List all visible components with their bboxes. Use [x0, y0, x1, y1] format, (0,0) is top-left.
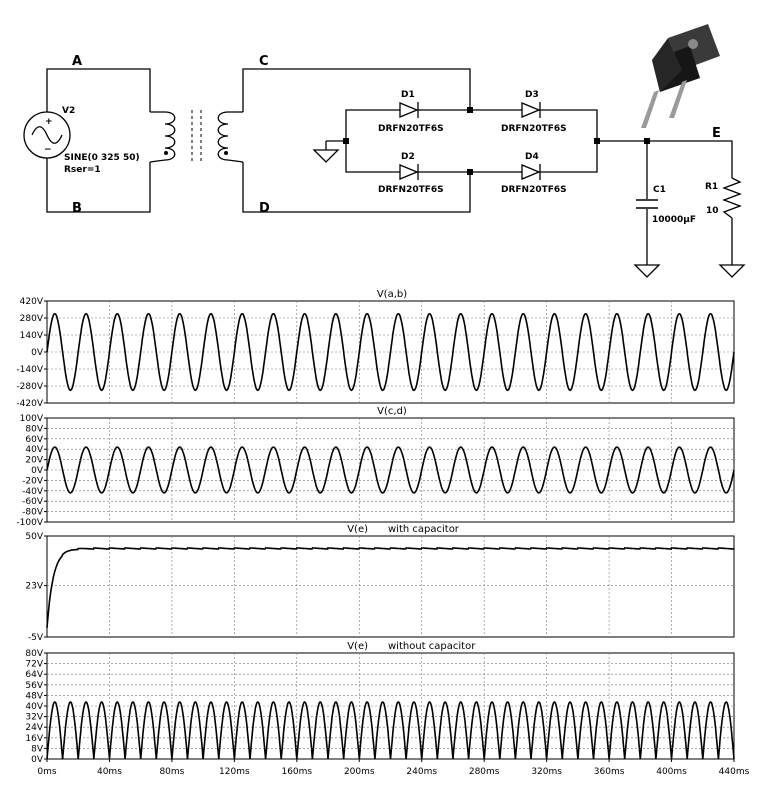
capacitor-value: 10000µF	[652, 215, 696, 225]
node-label-b: B	[72, 201, 82, 216]
y-tick-label: 16V	[25, 734, 43, 744]
x-tick-label: 80ms	[159, 767, 184, 777]
plot-v-ab: V(a,b) 420V 280V 140V 0V -140V -280V -420V	[16, 289, 735, 409]
y-tick-label: 140V	[20, 331, 44, 341]
y-tick-label: 0V	[31, 755, 44, 765]
diode-d3-ref: D3	[525, 90, 539, 100]
y-tick-label: 32V	[25, 713, 43, 723]
x-tick-label: 0ms	[37, 767, 56, 777]
capacitor-ref: C1	[653, 185, 666, 195]
y-tick-label: -40V	[22, 487, 44, 497]
x-tick-label: 320ms	[531, 767, 562, 777]
source-rser: Rser=1	[64, 165, 101, 175]
y-tick-label: -5V	[28, 633, 44, 643]
y-tick-label: 280V	[20, 314, 44, 324]
series-line	[46, 446, 735, 494]
plot-v-cd: V(c,d) 100V80V60V40V20V0V-20V-40V-60V-80…	[16, 406, 735, 528]
diode-d2-part: DRFN20TF6S	[378, 185, 444, 195]
output-wiring	[597, 140, 746, 278]
y-tick-label: -60V	[22, 497, 44, 507]
diode-d4-ref: D4	[525, 152, 539, 162]
voltage-source-v2[interactable]	[23, 111, 71, 159]
diode-d3[interactable]	[521, 102, 541, 118]
plot-v-e-without-cap: V(e) without capacitor 80V72V64V56V48V40…	[25, 641, 749, 777]
plot-v-e-nocap-title: V(e)	[347, 641, 368, 652]
x-tick-label: 440ms	[719, 767, 750, 777]
x-tick-label: 200ms	[344, 767, 375, 777]
node-label-d: D	[259, 201, 270, 216]
y-tick-label: 48V	[25, 691, 43, 701]
y-tick-label: -280V	[16, 382, 43, 392]
node-label-c: C	[259, 54, 269, 69]
x-tick-label: 40ms	[97, 767, 122, 777]
y-tick-label: 40V	[25, 702, 43, 712]
primary-wiring	[46, 68, 151, 213]
y-tick-label: 0V	[31, 466, 44, 476]
y-tick-label: 24V	[25, 723, 43, 733]
series-line	[46, 701, 735, 760]
diode-d2[interactable]	[399, 164, 419, 180]
y-tick-label: -100V	[16, 518, 43, 528]
resistor-r1[interactable]	[722, 177, 742, 219]
x-tick-label: 400ms	[656, 767, 687, 777]
circuit-schematic: + − V2 SINE(0 325 50) Rser=1 A B C D	[23, 24, 746, 278]
y-tick-label: 72V	[25, 660, 43, 670]
source-params: SINE(0 325 50)	[64, 153, 140, 163]
y-tick-label: 80V	[25, 424, 43, 434]
x-tick-label: 280ms	[469, 767, 500, 777]
diode-d1[interactable]	[399, 102, 419, 118]
y-tick-label: 56V	[25, 681, 43, 691]
diode-d1-ref: D1	[401, 90, 415, 100]
secondary-wiring	[242, 68, 471, 213]
plot-v-ab-title: V(a,b)	[377, 289, 407, 300]
diode-d4[interactable]	[521, 164, 541, 180]
resistor-ref: R1	[705, 182, 718, 192]
y-tick-label: 60V	[25, 435, 43, 445]
node-label-e: E	[712, 126, 721, 141]
y-tick-label: -20V	[22, 476, 44, 486]
plot-frame	[46, 535, 735, 638]
y-tick-label: 64V	[25, 670, 43, 680]
diode-d3-part: DRFN20TF6S	[501, 124, 567, 134]
source-plus: +	[45, 117, 53, 127]
series-line	[46, 546, 735, 628]
series-line	[46, 312, 735, 392]
y-tick-label: 23V	[25, 582, 43, 592]
source-minus: −	[44, 145, 52, 155]
y-tick-label: -140V	[16, 365, 43, 375]
transformer[interactable]	[149, 110, 244, 164]
y-tick-label: 80V	[25, 649, 43, 659]
diode-d2-ref: D2	[401, 152, 415, 162]
diode-package-image	[641, 24, 720, 128]
y-tick-label: 0V	[31, 348, 44, 358]
plot-v-cd-title: V(c,d)	[377, 406, 407, 417]
y-tick-label: -80V	[22, 508, 44, 518]
plot-v-e-cap-subtitle: with capacitor	[388, 524, 460, 535]
diode-d4-part: DRFN20TF6S	[501, 185, 567, 195]
x-tick-label: 240ms	[406, 767, 437, 777]
y-tick-label: 420V	[20, 297, 44, 307]
source-name: V2	[62, 106, 75, 116]
x-tick-label: 120ms	[219, 767, 250, 777]
y-tick-label: 20V	[25, 456, 43, 466]
diode-d1-part: DRFN20TF6S	[378, 124, 444, 134]
resistor-value: 10	[706, 206, 719, 216]
plot-v-e-with-cap: V(e) with capacitor 50V 23V -5V	[25, 524, 735, 643]
node-label-a: A	[72, 54, 82, 69]
y-tick-label: 40V	[25, 445, 43, 455]
y-tick-label: 100V	[20, 414, 44, 424]
plot-v-e-nocap-subtitle: without capacitor	[388, 641, 476, 652]
x-tick-label: 160ms	[281, 767, 312, 777]
x-tick-label: 360ms	[594, 767, 625, 777]
capacitor-c1[interactable]	[636, 199, 658, 209]
plot-v-e-cap-title: V(e)	[347, 524, 368, 535]
y-tick-label: 8V	[31, 744, 44, 754]
y-tick-label: 50V	[25, 532, 43, 542]
y-tick-label: -420V	[16, 399, 43, 409]
